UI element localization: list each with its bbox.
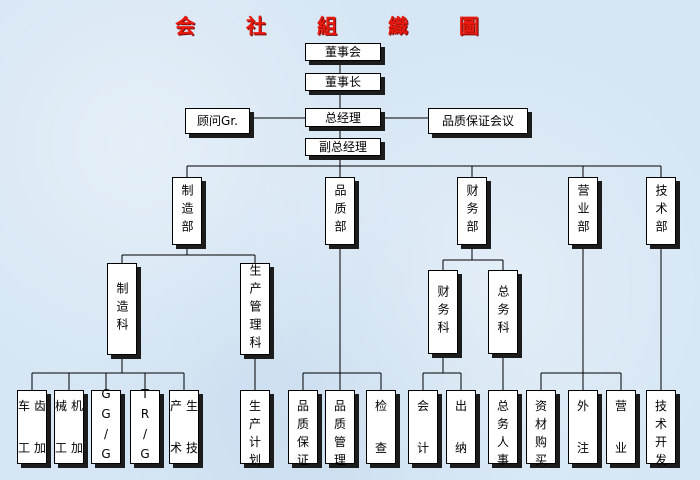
node-production-planning: 生产计划 <box>240 390 270 467</box>
node-accounting: 会计 <box>408 390 438 464</box>
node-manufacturing-section: 制造科 <box>107 263 137 355</box>
chart-title: 会 社 組 織 圖 <box>175 14 501 38</box>
node-advisor: 顾问Gr. <box>185 108 250 134</box>
node-gear-machining: 齿车加工 <box>17 390 47 464</box>
node-finance-section: 财务科 <box>428 270 458 354</box>
node-technology-dept: 技术部 <box>646 177 676 245</box>
node-cashier: 出纳 <box>446 390 476 464</box>
node-chairman: 董事长 <box>305 73 381 91</box>
node-mechanical-machining: 机械加工 <box>54 390 84 464</box>
node-material-purchasing: 资材购买 <box>526 390 556 467</box>
node-quality-assurance: 品质保证 <box>288 390 318 467</box>
node-manufacturing-dept: 制造部 <box>172 177 202 245</box>
node-finance-dept: 财务部 <box>457 177 487 245</box>
node-general-manager: 总经理 <box>305 108 381 127</box>
node-technology-development: 技术开发 <box>646 390 676 467</box>
node-quality-dept: 品质部 <box>325 177 355 245</box>
node-sales: 营业 <box>606 390 636 464</box>
node-general-affairs-section: 总务科 <box>488 270 518 354</box>
node-general-personnel: 总务人事 <box>488 390 518 467</box>
node-production-mgmt-section: 生产管理科 <box>240 263 270 355</box>
node-production-technology: 生产技术 <box>169 390 199 464</box>
node-sales-dept: 营业部 <box>568 177 598 245</box>
node-deputy-gm: 副总经理 <box>305 138 381 156</box>
node-inspection: 检查 <box>366 390 396 464</box>
node-gg: GG/G <box>91 387 121 467</box>
node-board: 董事会 <box>305 43 381 61</box>
node-outsourcing: 外注 <box>568 390 598 464</box>
node-quality-management: 品质管理 <box>325 390 355 467</box>
node-trg: TR/G <box>130 387 160 467</box>
node-quality-meeting: 品质保证会议 <box>428 108 528 134</box>
